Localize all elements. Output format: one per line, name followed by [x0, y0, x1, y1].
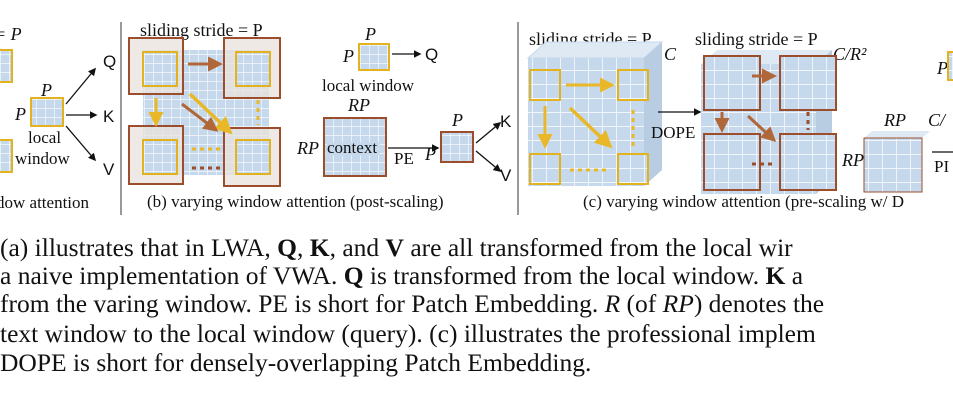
caption-line: (a) illustrates that in LWA, Q, K, and V… [0, 233, 793, 263]
panel-b-output-k: K [500, 112, 512, 131]
caption-line: from the varing window. PE is short for … [0, 289, 825, 319]
panel-c-arrow-diag [568, 106, 613, 149]
caption-run: (a) illustrates that in LWA, [0, 233, 278, 262]
panel-a-local-window [30, 97, 64, 127]
panel-a-arrow-q [65, 67, 96, 105]
panel-c: sliding stride = P C DOPE sliding stride… [526, 29, 953, 211]
panel-c-arrow2-diag [746, 114, 777, 143]
caption-run: , [296, 233, 310, 262]
panel-b-output-v: V [500, 166, 512, 185]
caption-run: K [765, 261, 786, 290]
panel-c-local-bl [529, 153, 561, 185]
panel-c-caption: (c) varying window attention (pre-scalin… [583, 192, 904, 211]
caption-run: , and [329, 233, 386, 262]
caption-run: V [385, 233, 404, 262]
panel-a: = P P P local window Q K V dow attention [0, 24, 116, 212]
panel-a-stride-label: = P [0, 24, 22, 44]
panel-c-context-tr [779, 55, 837, 111]
panel-b-stride-label: sliding stride = P [140, 20, 263, 40]
panel-b-local-tl [142, 51, 178, 87]
caption-run: K [309, 233, 330, 262]
panel-b-arrow-k [475, 122, 502, 144]
panel-b-local-tr [235, 51, 271, 87]
caption-run: a [785, 261, 804, 290]
panel-c-c-r-label: C/ [928, 110, 947, 130]
panel-b-context-label: context [327, 138, 377, 157]
panel-b-local-br [235, 139, 271, 175]
caption-run: a naive implementation of VWA. [0, 261, 344, 290]
panel-c-rp-side: RP [841, 150, 864, 170]
panel-c-p-far: P [936, 58, 948, 78]
panel-b-context-window [323, 117, 387, 177]
panel-a-caption: dow attention [0, 193, 90, 212]
panel-b-arrow-v [475, 150, 502, 172]
panel-c-far-window [947, 51, 953, 81]
panel-b-arrow-diag-b [181, 102, 219, 132]
caption-run: are all transformed from the local wir [403, 233, 793, 262]
panel-b-p-top: P [364, 24, 376, 44]
panel-b-pe-label: PE [394, 149, 414, 168]
caption-run: (of [620, 289, 663, 318]
figure-caption: (a) illustrates that in LWA, Q, K, and V… [0, 226, 953, 406]
caption-run: DOPE is short for densely-overlapping Pa… [0, 348, 592, 377]
caption-line: DOPE is short for densely-overlapping Pa… [0, 348, 592, 378]
panel-c-stride-label-2: sliding stride = P [695, 29, 818, 49]
panel-b-arrow-diag-y [188, 92, 233, 135]
caption-run: Q [277, 233, 297, 262]
caption-run: Q [343, 261, 364, 290]
caption-run: R [604, 289, 621, 318]
panel-a-output-k: K [103, 107, 115, 126]
caption-run: from the varing window. PE is short for … [0, 289, 605, 318]
panel-c-context-tl [703, 55, 761, 111]
panel-a-grid-bottom [0, 139, 13, 173]
panel-a-output-v: V [103, 160, 115, 179]
panel-a-arrow-v [65, 125, 97, 162]
caption-line: a naive implementation of VWA. Q is tran… [0, 261, 804, 291]
panel-c-cube-top [526, 41, 664, 59]
panel-b-rp-side: RP [296, 138, 319, 158]
panel-a-local-label: local [28, 128, 61, 147]
panel-c-pe-cut: PI [934, 157, 949, 176]
caption-run: is transformed from the local window. [363, 261, 766, 290]
panel-c-rp-window [863, 137, 923, 193]
panel-b-out-window [440, 131, 474, 163]
panel-c-context-bl [703, 133, 761, 191]
caption-line: text window to the local window (query).… [0, 319, 816, 349]
panel-a-p-label: P [14, 104, 26, 124]
panel-c-local-br [617, 153, 649, 185]
panel-b-local-window [358, 43, 390, 71]
panel-b-p-small: P [424, 144, 436, 164]
caption-run: RP [662, 289, 694, 318]
panel-c-c-label: C [664, 44, 677, 64]
panel-c-rp-top: RP [883, 110, 906, 130]
panel-b: sliding stride = P P P Q local window RP… [128, 20, 512, 211]
panel-b-output-q: Q [425, 45, 438, 64]
panel-b-rp-label: RP [347, 95, 370, 115]
panel-c-context-br [779, 133, 837, 191]
panel-c-local-tl [529, 69, 561, 101]
panel-b-caption: (b) varying window attention (post-scali… [147, 192, 444, 211]
panel-a-window-label: window [15, 149, 71, 168]
panel-b-local-bl [142, 139, 178, 175]
panel-a-p-label-top: P [40, 80, 52, 100]
panel-b-p-out-top: P [451, 110, 463, 130]
figure: = P P P local window Q K V dow attention… [0, 20, 953, 215]
panel-b-local-window-label: local window [322, 76, 415, 95]
panel-c-dope-label: DOPE [651, 123, 695, 142]
panel-a-output-q: Q [103, 52, 116, 71]
panel-c-rp-top-face [864, 131, 930, 138]
panel-c-local-tr [617, 69, 649, 101]
panel-b-p-side: P [342, 46, 354, 66]
caption-run: ) denotes the [693, 289, 825, 318]
panel-a-grid-top [0, 49, 13, 83]
panel-c-c-r2-label: C/R² [833, 44, 867, 64]
caption-run: text window to the local window (query).… [0, 319, 816, 348]
